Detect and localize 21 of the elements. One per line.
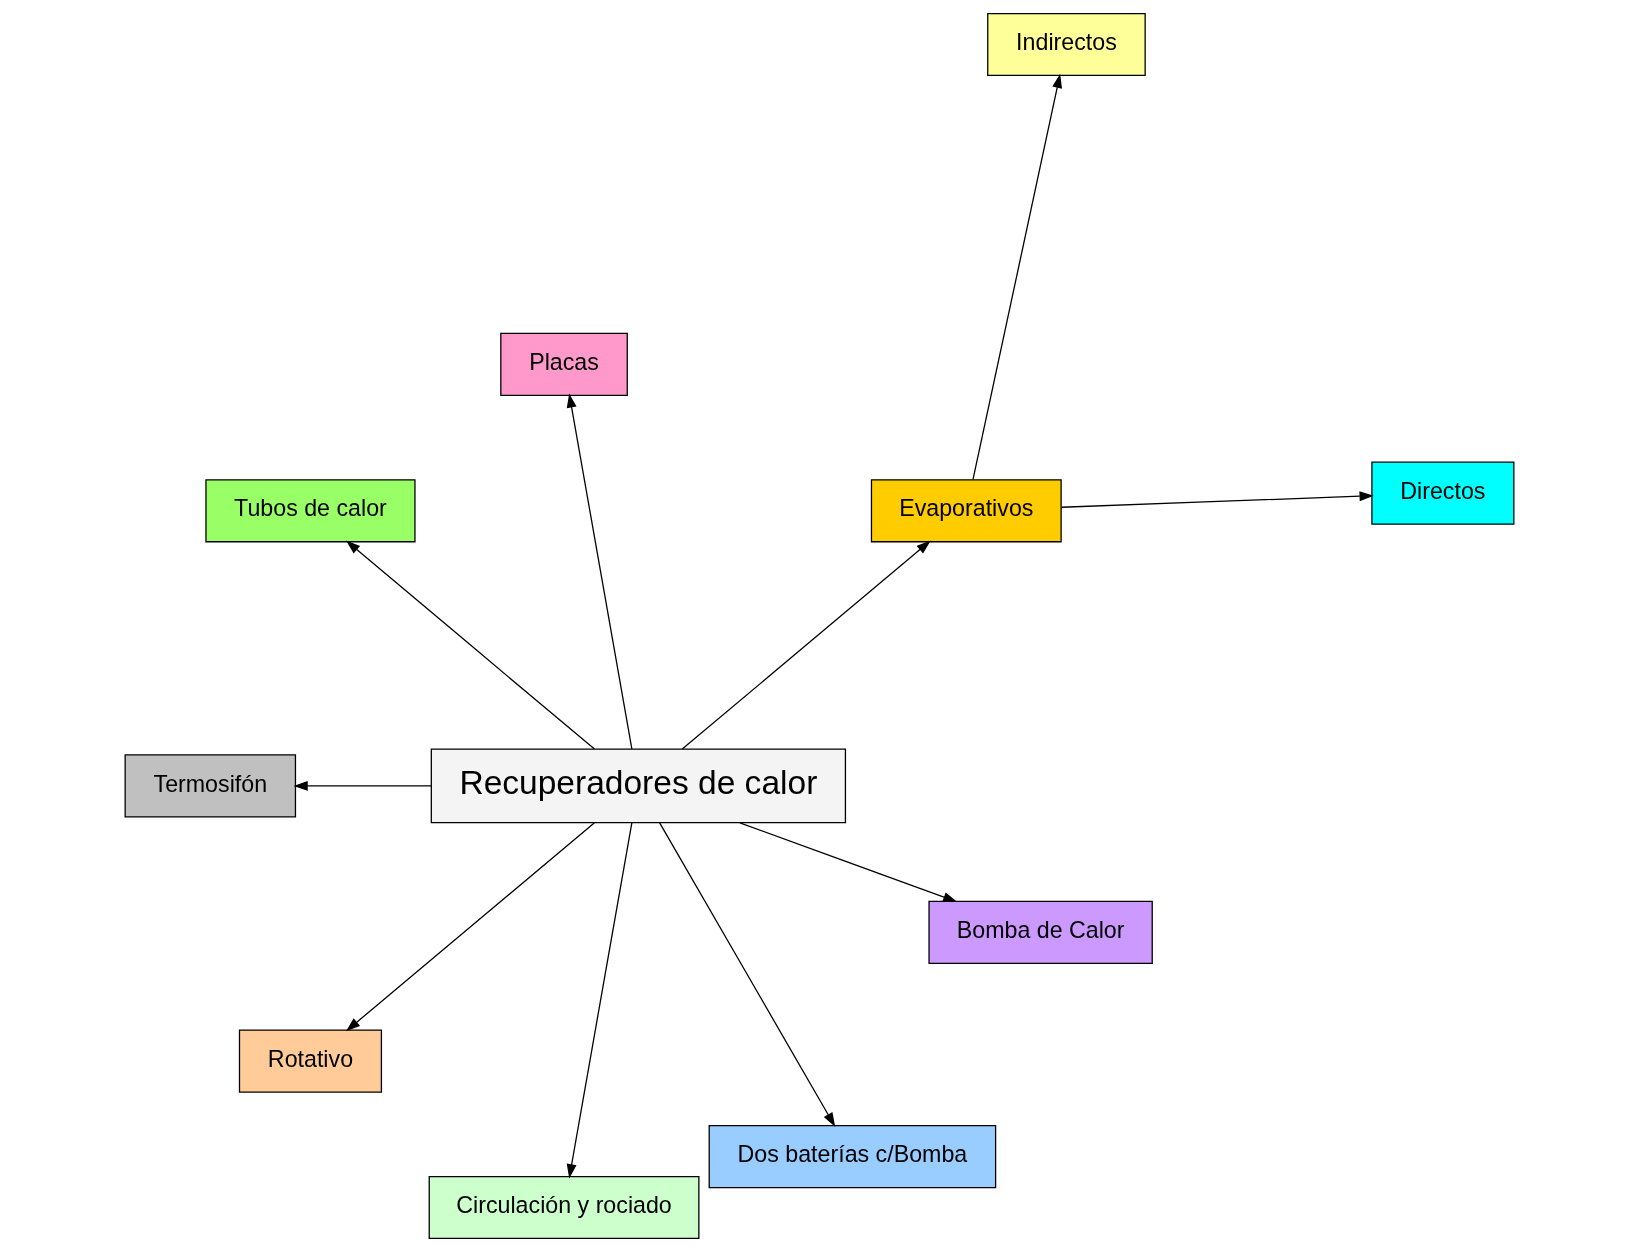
node-box: Evaporativos [870,479,1062,543]
arrow [972,73,1063,481]
node-box: Termosifón [124,754,297,818]
node-box: Indirectos [987,12,1146,77]
node-box: Placas [500,332,628,396]
arrow [681,540,931,750]
arrow [346,822,596,1032]
node-box: Circulación y rociado [428,1175,700,1240]
arrow [566,393,633,750]
node-box: Tubos de calor [205,479,416,543]
arrow [566,822,633,1179]
node-box: Dos baterías c/Bomba [708,1125,997,1189]
node-box: Recuperadores de calor [430,748,847,824]
node-box: Rotativo [238,1029,383,1093]
arrow [346,540,596,750]
arrow [659,822,836,1127]
arrow [1060,491,1374,508]
arrow [739,822,958,902]
node-box: Bomba de Calor [928,900,1153,964]
node-box: Directos [1371,461,1515,525]
arrow [293,780,432,791]
